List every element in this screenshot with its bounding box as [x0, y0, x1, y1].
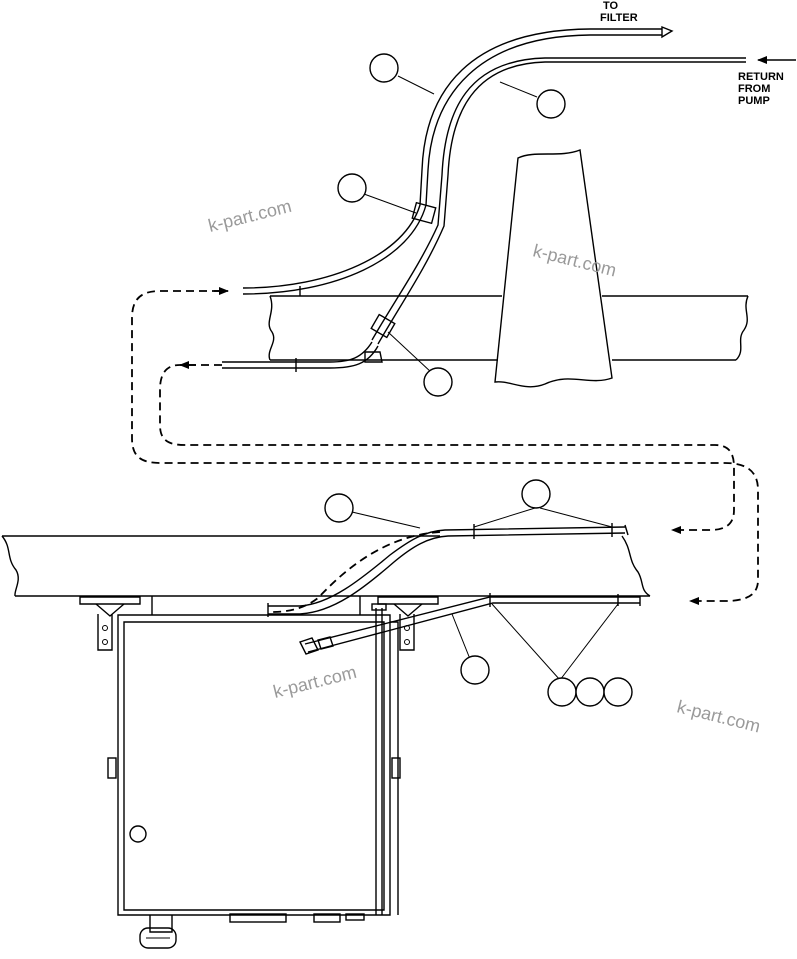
callout-leaders	[351, 75, 619, 681]
callout-balloon	[423, 367, 453, 397]
svg-text:FILTER: FILTER	[600, 12, 638, 24]
watermark-text: k-part.com	[206, 196, 293, 236]
callout-balloon	[575, 677, 605, 707]
callout-balloon	[521, 479, 551, 509]
upper-hoses	[222, 25, 746, 372]
watermarks: k-part.com k-part.com k-part.com k-part.…	[206, 196, 762, 737]
callout-balloon	[337, 173, 367, 203]
upper-beam	[268, 295, 749, 361]
callout-balloon	[369, 53, 399, 83]
column-structure	[494, 149, 613, 388]
callout-balloon	[603, 677, 633, 707]
callout-balloon	[324, 493, 354, 523]
to-filter-label: TO FILTER	[600, 0, 638, 24]
callout-balloon	[547, 677, 577, 707]
callout-balloon	[536, 89, 566, 119]
svg-text:PUMP: PUMP	[738, 95, 770, 107]
mounting-brackets	[79, 596, 439, 651]
svg-text:FROM: FROM	[738, 83, 770, 95]
watermark-text: k-part.com	[271, 662, 358, 702]
lower-beam	[1, 535, 651, 597]
svg-text:TO: TO	[603, 0, 619, 12]
lower-hoses	[267, 523, 641, 655]
watermark-text: k-part.com	[675, 696, 762, 736]
routing-path-outer	[131, 290, 759, 605]
watermark-text: k-part.com	[531, 240, 618, 280]
routing-path-inner	[159, 364, 735, 534]
svg-text:RETURN: RETURN	[738, 71, 784, 83]
sight-gauge-icon	[129, 825, 147, 843]
callout-balloon	[460, 655, 490, 685]
callout-balloons	[324, 53, 633, 707]
reservoir-tank	[107, 603, 401, 949]
return-from-pump-label: RETURN FROM PUMP	[738, 71, 784, 107]
